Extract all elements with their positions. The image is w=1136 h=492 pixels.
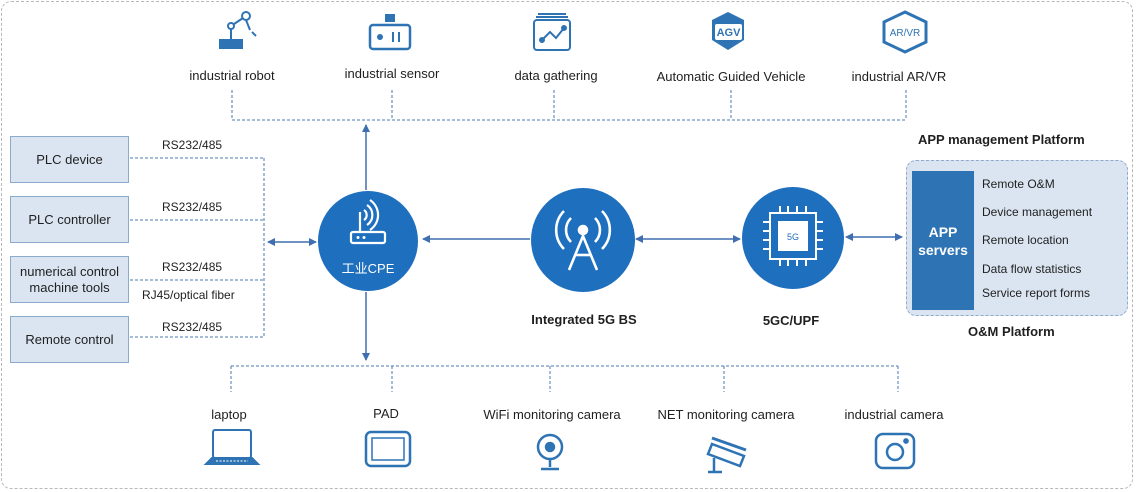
bottom-device-label: NET monitoring camera: [657, 407, 795, 422]
core-label: 5GC/UPF: [762, 313, 820, 328]
bs-node: [531, 188, 635, 292]
tablet-icon: [364, 430, 412, 468]
camera-icon: [874, 432, 916, 470]
app-servers-label: APP servers: [918, 223, 968, 258]
left-device-box: Remote control: [10, 316, 129, 363]
chip-icon: 5G: [763, 206, 823, 266]
industrial-robot-icon: [219, 11, 257, 49]
top-device-label: industrial AR/VR: [851, 69, 947, 84]
left-device-label: Remote control: [25, 331, 114, 347]
service-item: Remote location: [982, 233, 1069, 247]
link-label: RS232/485: [162, 200, 223, 214]
ar-vr-icon: AR/VR: [882, 10, 928, 54]
cpe-node: [318, 191, 418, 291]
bottom-device-label: PAD: [373, 406, 399, 421]
left-device-box: PLC controller: [10, 196, 129, 243]
link-label: RS232/485: [162, 320, 223, 334]
om-platform-label: O&M Platform: [968, 324, 1055, 339]
cpe-label: 工业CPE: [341, 261, 395, 276]
cell-tower-icon: [554, 210, 612, 271]
left-device-label: PLC controller: [28, 211, 111, 227]
ar-vr-icon-text: AR/VR: [890, 28, 921, 39]
top-device-label: Automatic Guided Vehicle: [656, 69, 806, 84]
left-bus: [130, 157, 265, 338]
bottom-device-label: laptop: [211, 407, 247, 422]
bottom-device-label: industrial camera: [844, 407, 944, 422]
bottom-bus: [230, 365, 899, 392]
data-gathering-icon: [533, 13, 571, 51]
agv-icon-text: AGV: [717, 27, 742, 39]
top-device-label: industrial robot: [189, 68, 275, 83]
link-label: RJ45/optical fiber: [142, 288, 235, 302]
left-device-label: numerical control machine tools: [20, 263, 119, 295]
laptop-icon: [203, 429, 261, 465]
service-item: Data flow statistics: [982, 262, 1082, 276]
bs-label: Integrated 5G BS: [531, 312, 637, 327]
cctv-camera-icon: [706, 436, 747, 474]
link-label: RS232/485: [162, 260, 223, 274]
link-label: RS232/485: [162, 138, 223, 152]
service-item: Service report forms: [982, 286, 1091, 300]
service-item: Remote O&M: [982, 177, 1055, 191]
left-device-box: PLC device: [10, 136, 129, 183]
top-device-label: industrial sensor: [344, 66, 440, 81]
chip-icon-text: 5G: [787, 232, 799, 242]
bottom-device-label: WiFi monitoring camera: [483, 407, 621, 422]
service-item: Device management: [982, 205, 1093, 219]
left-device-label: PLC device: [36, 151, 103, 167]
app-servers-box: APP servers: [912, 171, 974, 310]
top-bus: [231, 90, 907, 121]
app-platform-title: APP management Platform: [918, 132, 1085, 147]
top-device-label: data gathering: [514, 68, 598, 83]
webcam-icon: [536, 433, 564, 471]
left-device-box: numerical control machine tools: [10, 256, 129, 303]
industrial-sensor-icon: [368, 14, 412, 51]
agv-icon: AGV: [712, 12, 744, 50]
router-icon: [349, 199, 387, 245]
